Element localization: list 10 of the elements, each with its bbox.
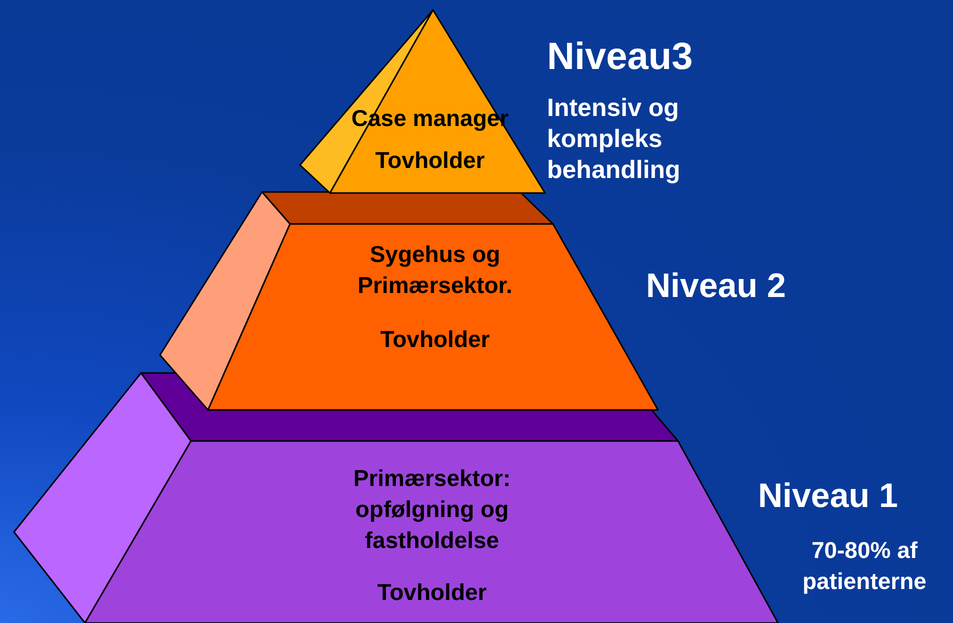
tier-label: Tovholder — [376, 578, 488, 607]
tier-label: Primærsektor: opfølgning og fastholdelse — [352, 464, 512, 555]
tier-label: Tovholder — [374, 146, 486, 175]
tier-label: Tovholder — [379, 325, 491, 354]
level-heading: Niveau 2 — [646, 266, 787, 307]
level-heading: Niveau3 — [547, 35, 694, 80]
level-description: 70-80% af patienterne — [802, 536, 928, 596]
level-heading: Niveau 1 — [758, 476, 899, 517]
level-description: Intensiv og kompleks behandling — [547, 93, 682, 186]
tier-label: Sygehus og Primærsektor. — [356, 240, 514, 300]
